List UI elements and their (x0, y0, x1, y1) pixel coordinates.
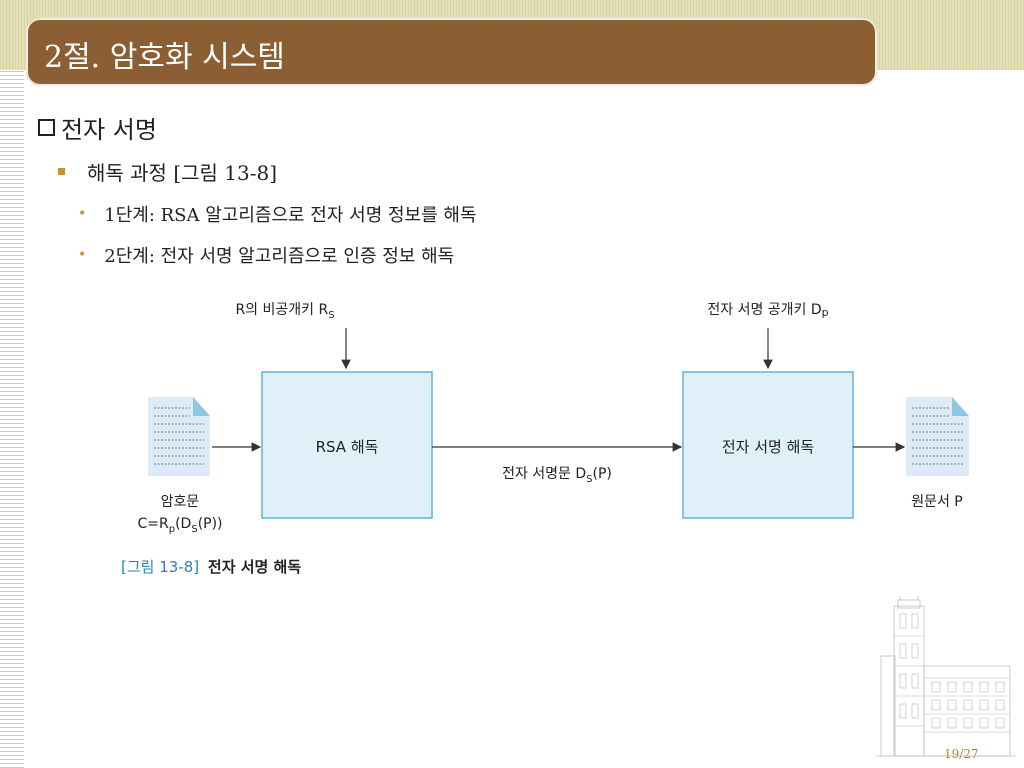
figure-caption: [그림 13-8] 전자 서명 해독 (121, 556, 301, 577)
ciphertext-label: 암호문 (161, 494, 200, 510)
caption-title: 전자 서명 해독 (207, 558, 302, 576)
subheading-item: 해독 과정 [그림 13-8] (58, 157, 277, 186)
bullet-item: • 1단계: RSA 알고리즘으로 전자 서명 정보를 해독 (78, 201, 477, 227)
bullet-item: • 2단계: 전자 서명 알고리즘으로 인증 정보 해독 (78, 242, 454, 268)
left-decorative-stripes (0, 70, 24, 768)
decryption-diagram: R의 비공개키 RS 전자 서명 공개키 Dp RSA 해독 전자 서명 해독 (137, 302, 969, 535)
rsa-decrypt-label: RSA 해독 (316, 438, 379, 456)
private-key-label: R의 비공개키 RS (235, 302, 334, 321)
bullet-text: 2단계: 전자 서명 알고리즘으로 인증 정보 해독 (104, 246, 455, 267)
checkbox-bullet-icon (38, 119, 55, 136)
title-bar (26, 18, 877, 86)
round-bullet-icon: • (78, 206, 87, 222)
signature-decrypt-label: 전자 서명 해독 (722, 438, 814, 456)
caption-number: [그림 13-8] (121, 558, 200, 576)
public-key-label: 전자 서명 공개키 Dp (707, 302, 828, 319)
plaintext-label: 원문서 P (911, 494, 963, 510)
ciphertext-document-icon (148, 397, 210, 476)
square-bullet-icon (58, 168, 65, 175)
page-number: 19/27 (944, 747, 979, 761)
original-document-icon (906, 397, 969, 476)
signed-message-label: 전자 서명문 DS(P) (502, 466, 612, 485)
slide-title: 2절. 암호화 시스템 (44, 40, 285, 75)
round-bullet-icon: • (78, 247, 87, 263)
heading-item: 전자 서명 (38, 110, 157, 145)
rsa-decrypt-box (261, 371, 433, 519)
bullet-text: 1단계: RSA 알고리즘으로 전자 서명 정보를 해독 (104, 205, 477, 226)
heading-text: 전자 서명 (61, 116, 157, 144)
signature-decrypt-box (682, 371, 854, 519)
subheading-text: 해독 과정 [그림 13-8] (87, 161, 278, 185)
ciphertext-formula: C=Rp(DS(P)) (137, 516, 222, 535)
building-sketch-icon (876, 596, 1016, 757)
